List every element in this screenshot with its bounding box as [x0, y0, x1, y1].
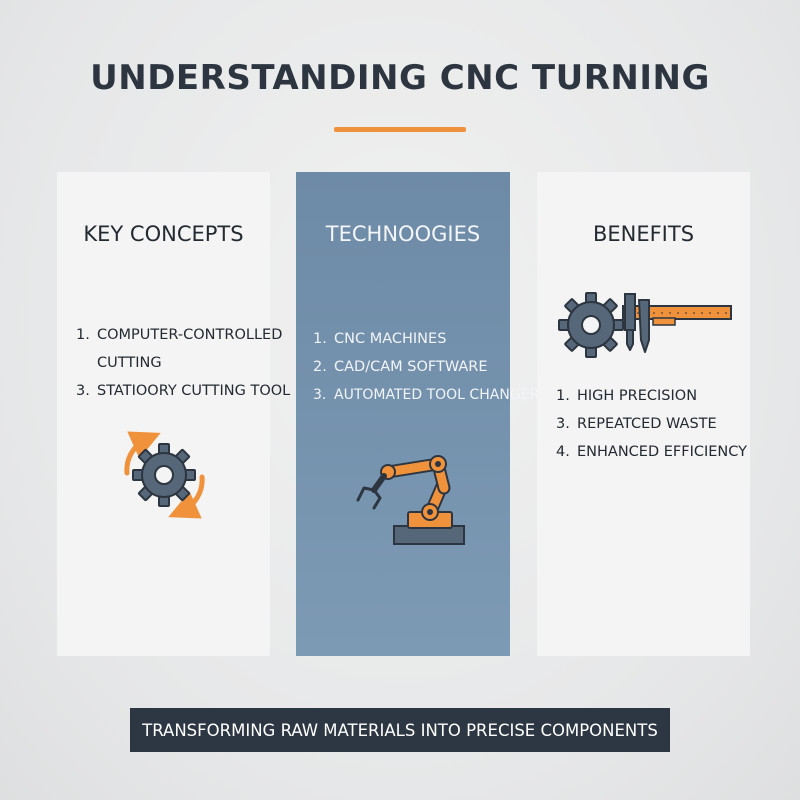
list-item-text: REPEATCED WASTE	[577, 416, 717, 432]
list-item: 3. STATIOORY CUTTING TOOL	[76, 377, 290, 405]
gear-with-rotation-arrows-icon	[124, 431, 205, 519]
list-item-text: HIGH PRECISION	[577, 388, 698, 404]
panel-heading-benefits: BENEFITS	[592, 222, 695, 246]
list-item: 1. HIGH PRECISION	[556, 382, 747, 410]
list-item: 3. REPEATCED WASTE	[556, 410, 747, 438]
list-item-text: STATIOORY CUTTING TOOL	[97, 383, 291, 399]
list-item: 1. COMPUTER-CONTROLLED	[76, 321, 290, 349]
list-item-text: COMPUTER-CONTROLLED	[97, 327, 283, 343]
list-item-number: 4.	[556, 444, 570, 460]
list-item-number: 1.	[76, 327, 90, 343]
title-underline	[334, 127, 466, 132]
robotic-arm-icon	[356, 455, 465, 545]
list-item-text: CNC MACHINES	[334, 331, 447, 347]
panel-technologies: TECHNOOGIES 1. CNC MACHINES 2. CAD/CAM SOF…	[296, 172, 548, 656]
list-item-number: 1.	[313, 331, 327, 347]
panel-benefits: BENEFITS 1.HIGH PRECISI	[537, 172, 750, 656]
list-item-number: 3.	[556, 416, 570, 432]
list-item-number: 3.	[313, 387, 327, 403]
benefits-list: 1. HIGH PRECISION 3. REPEATCED WASTE 4. ENH…	[556, 382, 747, 466]
footer-tagline: TRANSFORMING RAW MATERIALS INTO PRECISE …	[142, 720, 658, 740]
list-item-text: CAD/CAM SOFTWARE	[334, 359, 488, 375]
list-item: 2. CAD/CAM SOFTWARE	[313, 353, 548, 381]
list-item-text: AUTOMATED TOOL CHANGERS	[334, 387, 549, 403]
page-title: UNDERSTANDING CNC TURNING	[90, 58, 710, 98]
panel-key-concepts: KEY CONCEPTS 1. COMPUTER-CONTROLLED CUTTI…	[57, 172, 290, 656]
panel-heading-key-concepts: KEY CONCEPTS	[83, 222, 244, 246]
list-item-number: 2.	[313, 359, 327, 375]
key-concepts-list: 1. COMPUTER-CONTROLLED CUTTING 3. STATIOOR…	[76, 321, 290, 405]
technologies-list: 1. CNC MACHINES 2. CAD/CAM SOFTWARE 3. AUTO…	[313, 325, 548, 409]
list-item: 1. CNC MACHINES	[313, 325, 548, 353]
list-item-continuation: CUTTING	[97, 355, 162, 371]
list-item: 3. AUTOMATED TOOL CHANGERS	[313, 381, 548, 409]
list-item: 4. ENHANCED EFFICIENCY	[556, 438, 747, 466]
panel-heading-technologies: TECHNOOGIES	[325, 222, 481, 246]
list-item-number: 3.	[76, 383, 90, 399]
list-item-number: 1.	[556, 388, 570, 404]
gear-and-caliper-icon	[558, 292, 732, 358]
footer-banner: TRANSFORMING RAW MATERIALS INTO PRECISE …	[130, 708, 670, 752]
list-item-text: ENHANCED EFFICIENCY	[577, 444, 747, 460]
